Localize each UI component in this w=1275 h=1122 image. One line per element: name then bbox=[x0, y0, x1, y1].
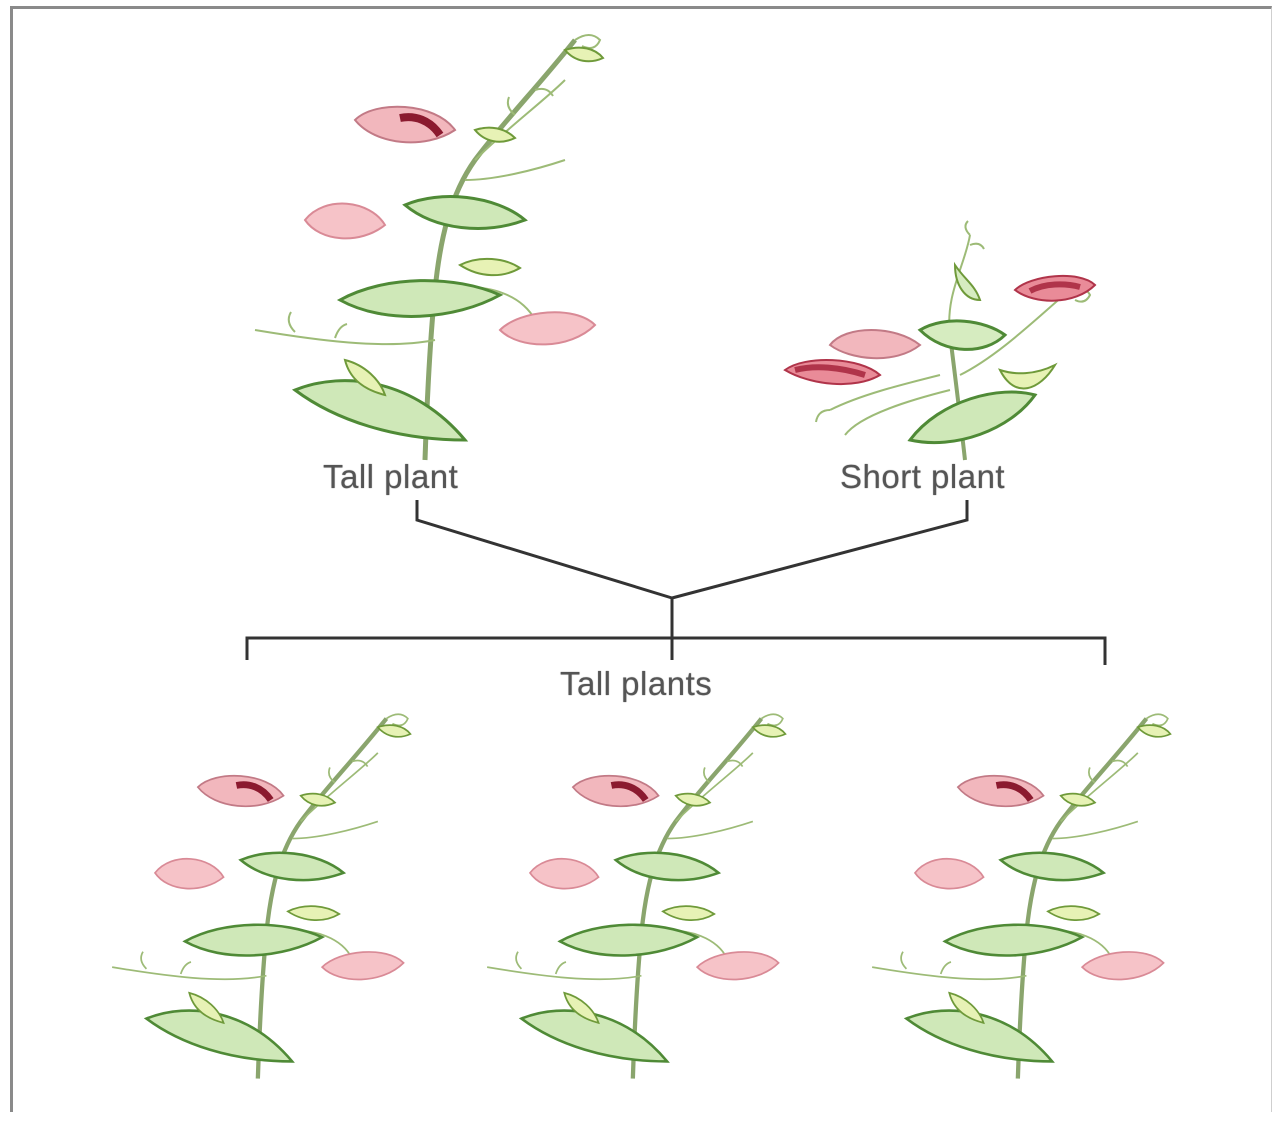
offspring-plant-2 bbox=[470, 665, 830, 1115]
tall-parent-connector bbox=[417, 500, 672, 598]
offspring-plant-3 bbox=[855, 665, 1215, 1115]
short-parent-connector bbox=[672, 500, 967, 598]
offspring-plant-1 bbox=[95, 665, 455, 1115]
offspring-bracket bbox=[247, 638, 1105, 665]
